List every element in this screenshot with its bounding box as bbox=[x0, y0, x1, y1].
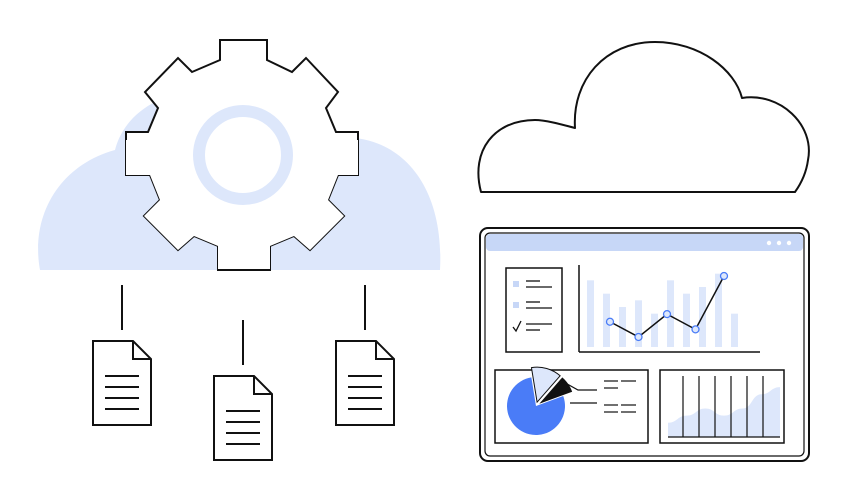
chart-bar bbox=[619, 307, 626, 347]
document-icon bbox=[213, 375, 273, 461]
cloud-icon bbox=[477, 41, 810, 193]
area-chart-card bbox=[659, 369, 785, 444]
chart-point bbox=[605, 317, 615, 326]
document-icon bbox=[92, 340, 152, 426]
pie-slice bbox=[539, 377, 573, 404]
pie-chart-icon bbox=[506, 366, 573, 435]
chart-bar bbox=[731, 313, 738, 347]
chart-point bbox=[691, 325, 700, 334]
checkmark-icon bbox=[512, 320, 522, 333]
chart-bar bbox=[683, 293, 690, 347]
gear-lower-fill bbox=[126, 140, 358, 270]
chart-point bbox=[662, 309, 672, 319]
gear-hole bbox=[193, 105, 293, 205]
pie-chart-card bbox=[494, 366, 649, 444]
pie-slice bbox=[530, 366, 561, 404]
chart-point bbox=[634, 332, 643, 342]
chart-point bbox=[719, 271, 729, 281]
area-chart-icon bbox=[668, 376, 780, 438]
line-chart-icon bbox=[578, 265, 760, 353]
window-dot-icon bbox=[786, 240, 792, 246]
pie-callout-line bbox=[559, 379, 597, 391]
checklist-icon bbox=[505, 267, 563, 353]
window-dot-icon bbox=[776, 240, 782, 246]
chart-bar bbox=[587, 280, 594, 347]
chart-bar bbox=[715, 273, 722, 347]
dashboard-window bbox=[479, 227, 810, 462]
area-series bbox=[668, 387, 780, 437]
pie-slice bbox=[506, 377, 565, 435]
window-dot-icon bbox=[766, 240, 772, 246]
window-title-bar bbox=[486, 234, 803, 251]
chart-bar bbox=[651, 313, 658, 347]
document-icon bbox=[335, 340, 395, 426]
chart-bar bbox=[635, 300, 642, 347]
cloud-network-group bbox=[38, 39, 441, 461]
